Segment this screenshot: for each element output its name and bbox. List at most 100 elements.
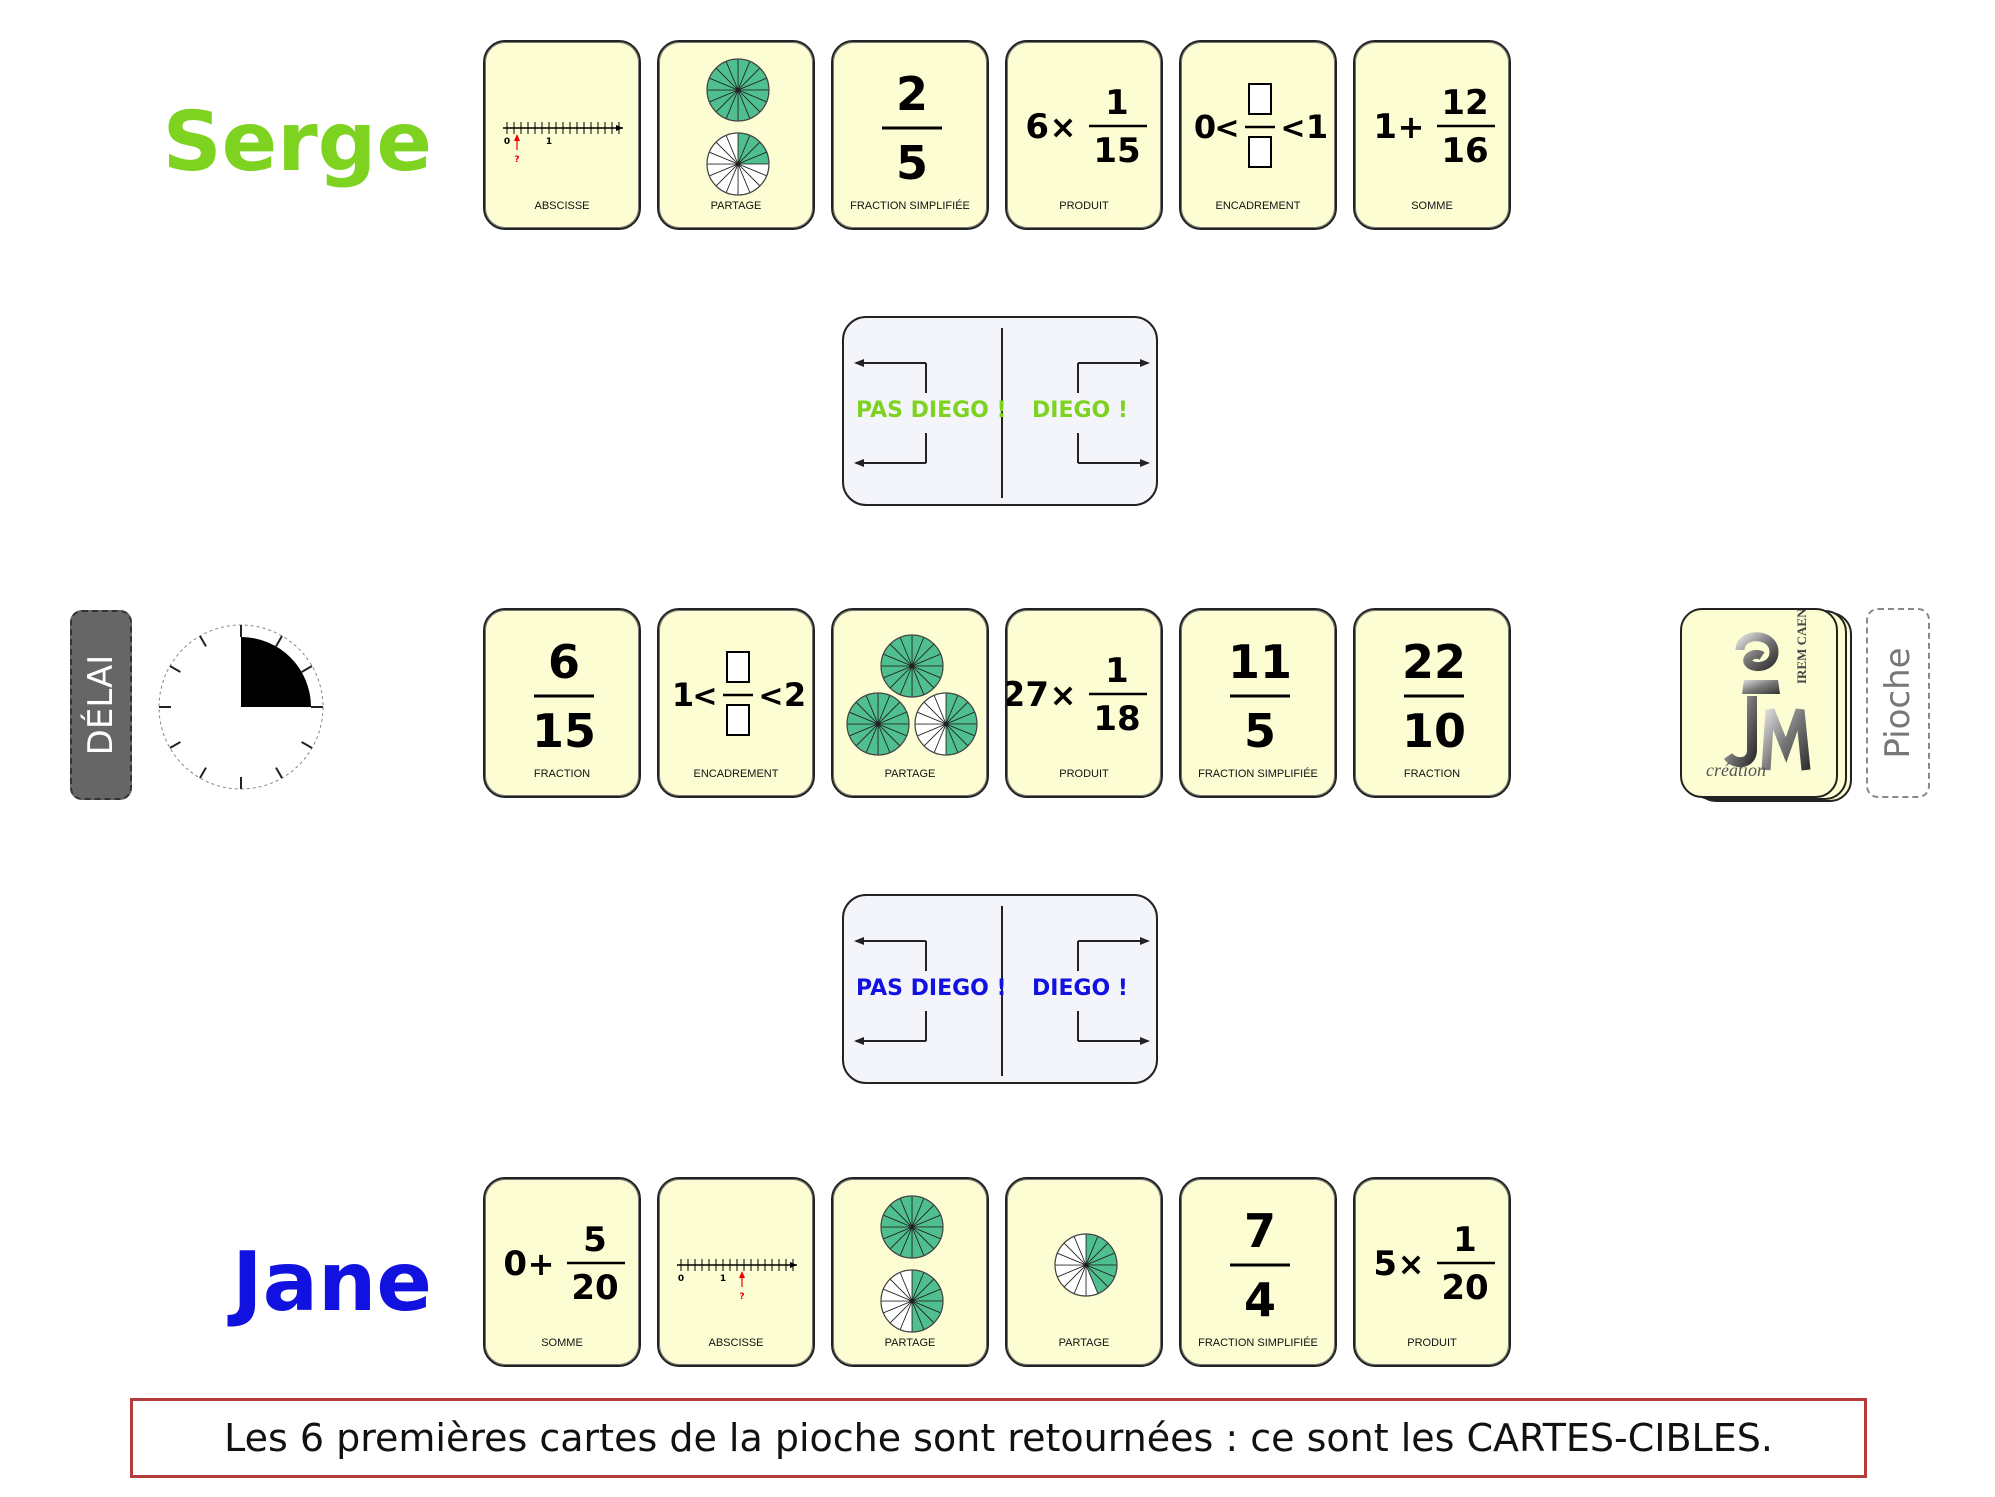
operator: + xyxy=(528,1245,555,1283)
card-face-icon xyxy=(706,58,770,196)
draw-pile[interactable]: IREM CAEN création xyxy=(1680,608,1860,808)
factor: 0 xyxy=(503,1244,527,1284)
deck-top-card: IREM CAEN création xyxy=(1680,608,1838,798)
card-face-icon: 5×120 xyxy=(1373,1220,1495,1308)
delai-button[interactable]: DÉLAI xyxy=(70,610,132,800)
denominator: 18 xyxy=(1093,699,1140,739)
operator: + xyxy=(1398,108,1425,146)
pas-diego-button[interactable]: PAS DIEGO ! xyxy=(856,398,1007,423)
card-label: ENCADREMENT xyxy=(693,768,779,780)
timer-remaining-wedge xyxy=(241,637,311,707)
numerator: 12 xyxy=(1441,83,1488,123)
card-label: SOMME xyxy=(541,1337,583,1349)
card-label: PARTAGE xyxy=(1058,1337,1110,1349)
card-art: 1<<2 xyxy=(659,610,817,780)
card-art xyxy=(833,1179,991,1349)
factor: 6 xyxy=(1025,107,1049,147)
card-art: 0<<1 xyxy=(1181,42,1339,212)
card-face-icon: 27×118 xyxy=(1007,651,1147,739)
denominator: 10 xyxy=(1402,704,1466,758)
card-label: FRACTION xyxy=(533,768,591,780)
sector-disk-icon xyxy=(706,132,770,196)
sector-disk-icon xyxy=(706,58,770,122)
axis-label-1: 1 xyxy=(720,1274,726,1284)
card-label: PRODUIT xyxy=(1407,1337,1457,1349)
numerator: 2 xyxy=(896,67,928,121)
unknown-marker: ? xyxy=(739,1292,744,1302)
timer-clock-icon xyxy=(158,624,324,790)
irem-logo-icon: IREM CAEN création xyxy=(1706,608,1811,780)
instruction-text: Les 6 premières cartes de la pioche sont… xyxy=(224,1416,1773,1460)
operator: × xyxy=(1398,1245,1425,1283)
denominator: 20 xyxy=(1441,1268,1488,1308)
creation-text: création xyxy=(1706,760,1766,780)
numerator: 11 xyxy=(1228,635,1292,689)
sector-disk-icon xyxy=(914,692,978,756)
card-face-icon: 115 xyxy=(1228,635,1292,758)
axis-label-1: 1 xyxy=(546,137,552,147)
denominator: 4 xyxy=(1244,1273,1276,1327)
delai-label: DÉLAI xyxy=(81,654,121,756)
svg-text:<: < xyxy=(1214,111,1239,146)
diego-button[interactable]: DIEGO ! xyxy=(1032,976,1128,1001)
card-face-icon: 615 xyxy=(532,635,596,758)
pioche-button[interactable]: Pioche xyxy=(1866,608,1930,798)
sector-disk-icon xyxy=(880,634,944,698)
card-label: FRACTION SIMPLIFIÉE xyxy=(1198,1337,1318,1349)
card-partage1[interactable]: PARTAGE xyxy=(1005,1177,1163,1367)
card-art xyxy=(659,42,817,212)
instruction-banner: Les 6 premières cartes de la pioche sont… xyxy=(130,1398,1867,1478)
card-face-icon: 0 1? xyxy=(677,1259,797,1302)
factor: 1 xyxy=(1373,107,1397,147)
pas-diego-button[interactable]: PAS DIEGO ! xyxy=(856,976,1007,1001)
numerator: 5 xyxy=(583,1220,607,1260)
card-partage[interactable]: PARTAGE xyxy=(831,1177,989,1367)
factor: 27 xyxy=(1007,675,1049,715)
card-art xyxy=(833,610,991,780)
diego-panel-jane: PAS DIEGO ! DIEGO ! xyxy=(842,894,1158,1084)
card-face-icon xyxy=(1054,1233,1118,1297)
svg-text:<: < xyxy=(758,679,783,714)
card-label: PARTAGE xyxy=(884,1337,936,1349)
diego-button[interactable]: DIEGO ! xyxy=(1032,398,1128,423)
denominator: 15 xyxy=(532,704,596,758)
upper-bound: 1 xyxy=(1306,108,1328,146)
sector-disk-icon xyxy=(880,1195,944,1259)
card-partage3[interactable]: PARTAGE xyxy=(831,608,989,798)
diego-arrows-icon xyxy=(854,906,1150,1076)
axis-label-0: 0 xyxy=(678,1274,684,1284)
axis-label-0: 0 xyxy=(504,137,510,147)
card-label: SOMME xyxy=(1411,200,1453,212)
diego-panel-serge: PAS DIEGO ! DIEGO ! xyxy=(842,316,1158,506)
diego-arrows-icon xyxy=(854,328,1150,498)
card-partage[interactable]: PARTAGE xyxy=(657,40,815,230)
card-label: ENCADREMENT xyxy=(1215,200,1301,212)
lower-bound: 0 xyxy=(1194,108,1216,146)
